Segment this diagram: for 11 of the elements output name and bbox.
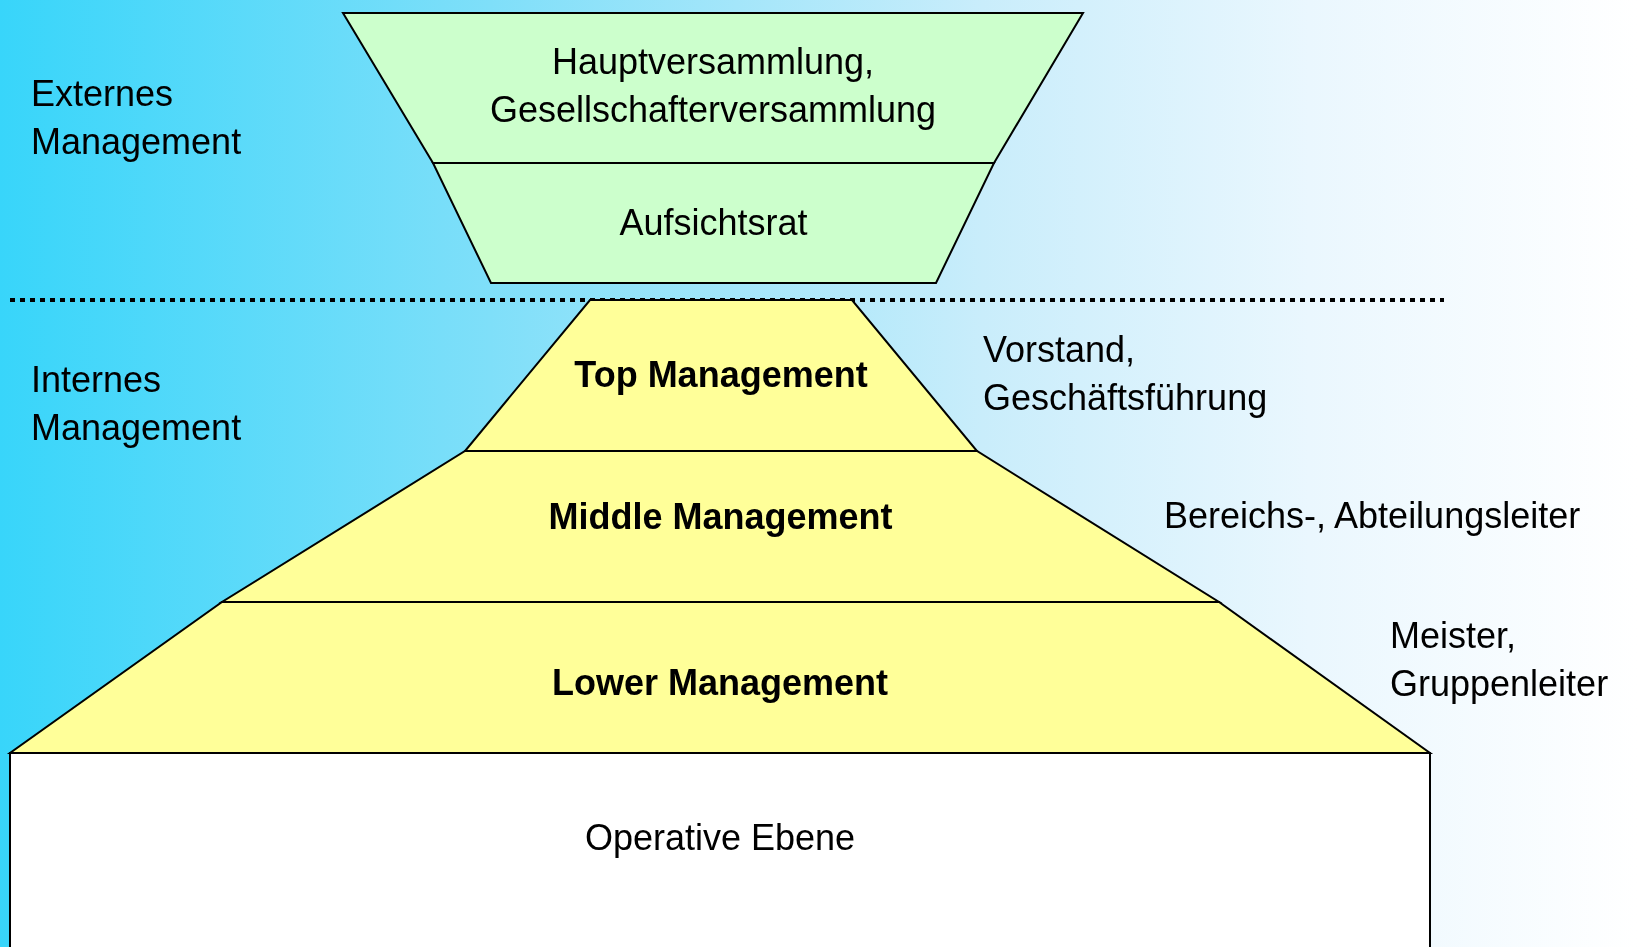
level-title: Aufsichtsrat: [618, 201, 809, 245]
level-title: Hauptversammlung, Gesellschafterversammlung: [488, 40, 938, 132]
level-title: Top Management: [573, 352, 869, 397]
role-description: Bereichs-, Abteilungsleiter: [1164, 494, 1581, 538]
level-title: Middle Management: [547, 494, 894, 539]
management-area-label: Externes Management: [31, 72, 243, 164]
management-area-label: Internes Management: [31, 358, 243, 450]
role-description: Meister, Gruppenleiter: [1390, 614, 1610, 706]
role-description: Vorstand, Geschäftsführung: [983, 328, 1269, 420]
level-title: Operative Ebene: [583, 815, 857, 860]
level-title: Lower Management: [550, 660, 890, 705]
